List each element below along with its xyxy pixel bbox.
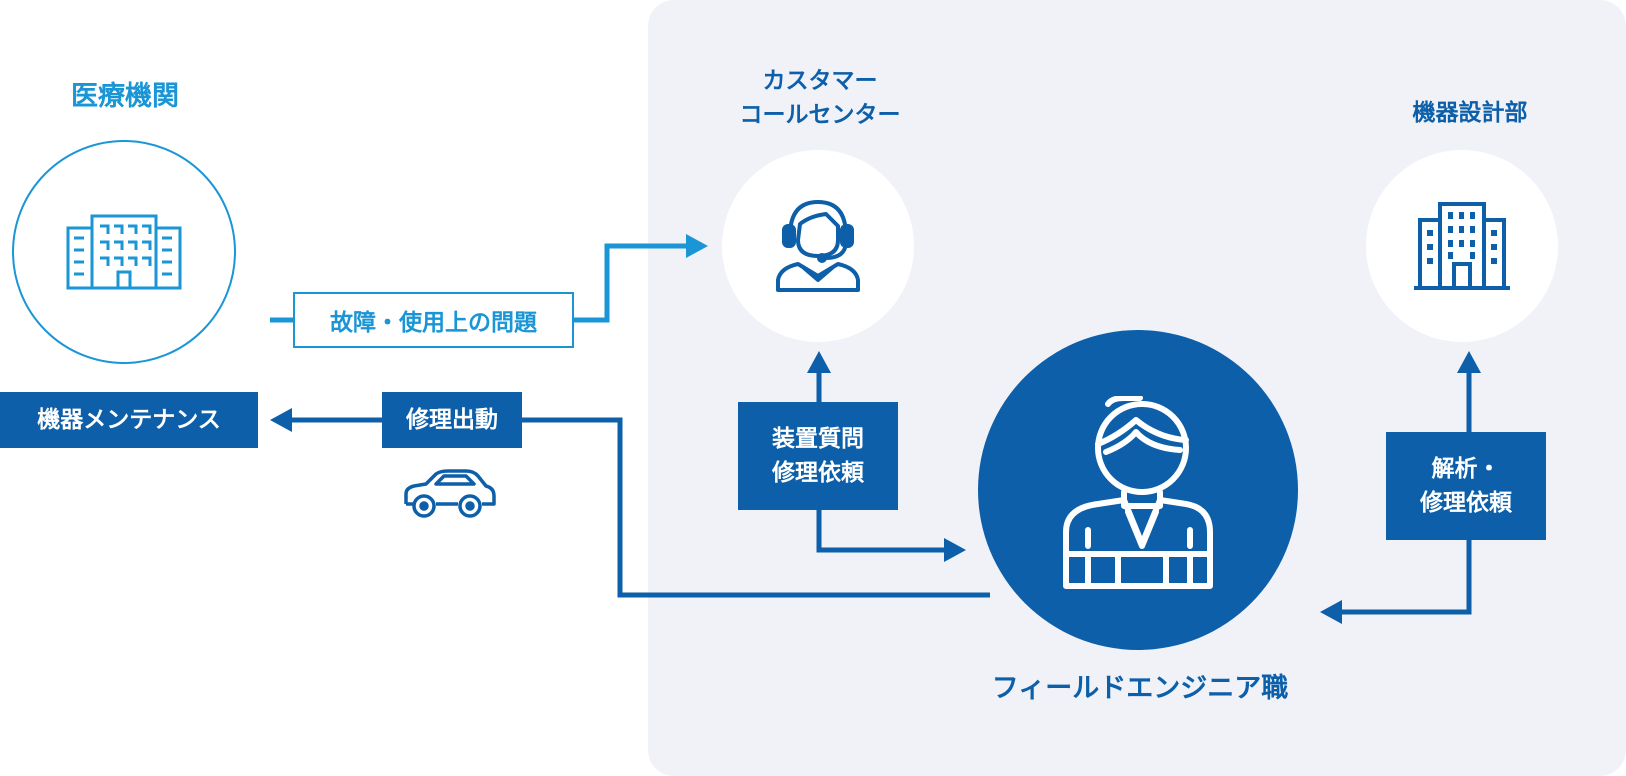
maintenance-box: 機器メンテナンス [0,392,258,448]
engineer-person-icon [1063,396,1213,589]
hospital-building-icon [66,214,182,290]
arrowhead-engineer-from-design [1320,600,1342,624]
arrowhead-maintenance [270,408,292,432]
arrowhead-callcenter-up [807,351,831,373]
arrowhead-design-up [1457,351,1481,373]
headset-operator-icon [776,200,860,292]
office-building-icon [1414,202,1510,290]
device-question-label: 装置質問 修理依頼 [738,402,898,510]
arrowhead-callcenter [686,234,708,258]
engineer-title: フィールドエンジニア職 [991,673,1289,704]
callcenter-title: カスタマー コールセンター [739,68,901,128]
problem-label: 故障・使用上の問題 [293,292,574,348]
arrowhead-engineer [944,538,966,562]
car-icon [404,469,496,518]
design-title: 機器設計部 [1412,100,1528,126]
hospital-circle [12,140,236,364]
analysis-label: 解析・ 修理依頼 [1386,432,1546,540]
callcenter-circle [722,150,914,342]
dispatch-label: 修理出動 [382,392,522,448]
hospital-title: 医療機関 [71,81,179,112]
